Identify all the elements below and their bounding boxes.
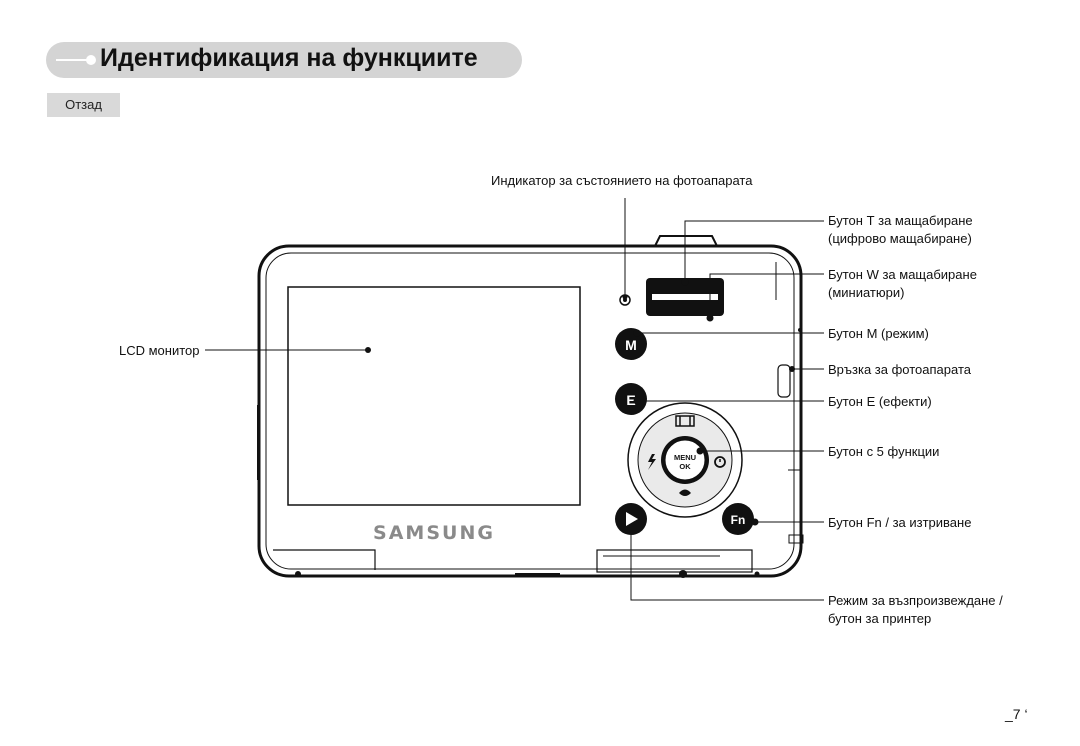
title-decoration-line — [56, 59, 88, 61]
svg-text:M: M — [625, 337, 637, 353]
svg-text:E: E — [626, 392, 635, 408]
zoom-t-label-line2: (цифрово мащабиране) — [828, 231, 972, 246]
fn-button-label: Бутон Fn / за изтриване — [828, 515, 972, 530]
svg-text:SAMSUNG: SAMSUNG — [373, 522, 495, 544]
page-number: _7 ‘ — [1005, 706, 1028, 722]
svg-text:Fn: Fn — [731, 513, 746, 527]
five-function-label: Бутон с 5 функции — [828, 444, 940, 459]
lcd-monitor — [287, 286, 581, 506]
mode-button-icon — [615, 328, 647, 360]
title-bar — [46, 42, 522, 78]
effects-button-label: Бутон Е (ефекти) — [828, 394, 932, 409]
section-label: Отзад — [47, 93, 120, 117]
strap-label: Връзка за фотоапарата — [828, 362, 971, 377]
status-indicator-label: Индикатор за състоянието на фотоапарата — [491, 173, 753, 188]
play-mode-label-line2: бутон за принтер — [828, 611, 932, 626]
mode-button-label: Бутон М (режим) — [828, 326, 929, 341]
title-decoration-dot — [86, 55, 96, 65]
fn-button-icon — [722, 503, 754, 535]
lcd-monitor-label: LCD монитор — [119, 343, 200, 358]
zoom-w-label-line2: (миниатюри) — [828, 285, 905, 300]
page-title: Идентификация на функциите — [100, 44, 478, 72]
svg-text:OK: OK — [679, 462, 691, 471]
leader-lines — [205, 198, 824, 601]
leader-dots — [365, 278, 795, 526]
effects-button-icon — [615, 383, 647, 415]
zoom-w-label-line1: Бутон W за мащабиране — [828, 267, 977, 282]
play-mode-label-line1: Режим за възпроизвеждане / — [828, 593, 1003, 608]
svg-text:MENU: MENU — [674, 453, 696, 462]
zoom-t-label-line1: Бутон Т за мащабиране — [828, 213, 973, 228]
